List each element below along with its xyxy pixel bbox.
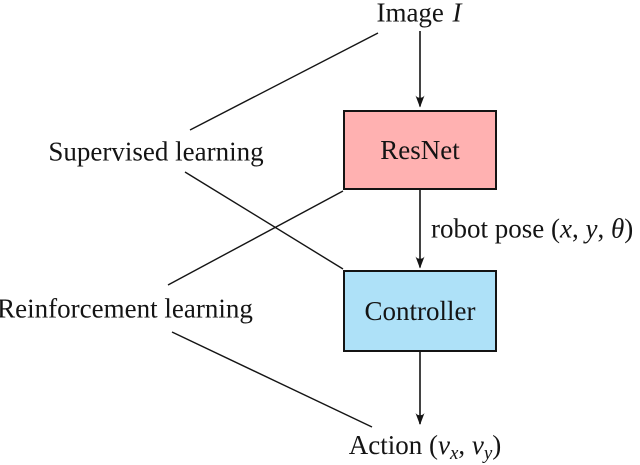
line-resnet-to-reinforcement [167, 190, 344, 286]
action-close-paren: ) [492, 429, 502, 460]
image-symbol: I [452, 0, 462, 28]
robot-pose-var-y: y [585, 213, 598, 244]
action-v2: v [471, 429, 484, 460]
line-reinforcement-to-action [171, 331, 373, 428]
image-word: Image [376, 0, 444, 28]
resnet-label: ResNet [380, 134, 460, 165]
action-v1: v [438, 429, 450, 460]
robot-pose-close-paren: ) [624, 213, 634, 244]
robot-pose-open-paren: ( [550, 213, 560, 244]
line-supervised-to-controller [184, 171, 344, 270]
robot-pose-var-x: x [559, 213, 572, 244]
resnet-box: ResNet [343, 110, 497, 190]
reinforcement-learning-label: Reinforcement learning [0, 293, 253, 324]
action-sub1: x [449, 443, 459, 465]
robot-pose-text: robot pose [431, 213, 551, 244]
action-comma: , [458, 429, 472, 460]
robot-pose-label: robot pose (x, y, θ) [431, 213, 634, 244]
controller-box: Controller [343, 270, 497, 352]
image-input-label: Image I [376, 0, 461, 27]
action-word: Action [348, 429, 429, 460]
robot-pose-var-theta: θ [610, 213, 625, 244]
robot-pose-comma2: , [597, 213, 611, 244]
controller-label: Controller [364, 295, 476, 326]
robot-pose-comma1: , [571, 213, 586, 244]
action-sub2: y [483, 443, 493, 465]
action-label: Action (vx, vy) [348, 429, 502, 465]
supervised-learning-label: Supervised learning [48, 136, 264, 167]
line-supervised-to-image [189, 32, 379, 131]
action-open-paren: ( [429, 429, 438, 460]
